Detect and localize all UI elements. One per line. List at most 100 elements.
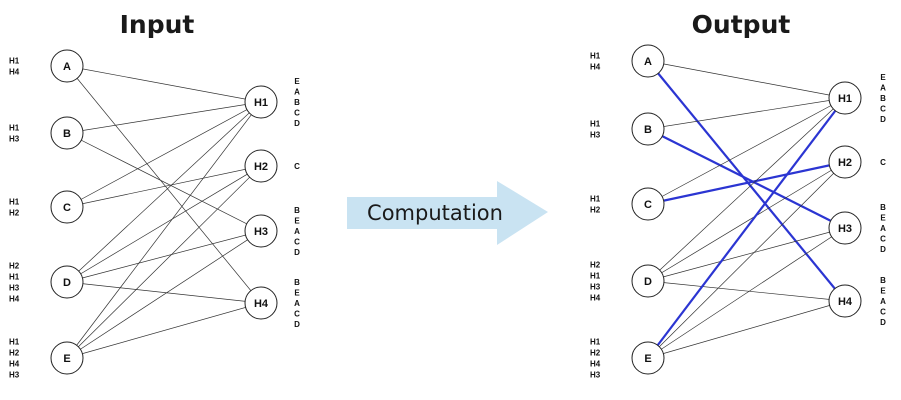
hospital-pref-item: B	[880, 94, 886, 103]
node-circle	[828, 211, 862, 245]
hospital-pref-item: D	[294, 248, 300, 257]
hospital-pref-item: A	[880, 297, 886, 306]
hospital-label: H1	[838, 93, 852, 105]
applicant-label: E	[63, 353, 70, 365]
applicant-pref-item: H1	[590, 52, 601, 61]
hospital-pref-item: E	[880, 73, 886, 82]
hospital-pref-item: C	[880, 235, 886, 244]
hospital-node-H2: H2	[828, 145, 862, 179]
hospital-pref-item: E	[294, 217, 300, 226]
applicant-pref-item: H2	[590, 349, 601, 358]
edge-E-H4	[66, 302, 262, 359]
applicant-label: D	[644, 276, 652, 288]
applicant-label: B	[644, 124, 652, 136]
applicant-pref-item: H3	[590, 371, 601, 380]
applicant-pref-item: H1	[590, 272, 601, 281]
hospital-label: H1	[254, 97, 268, 109]
edge-D-H3	[647, 227, 846, 282]
matched-edge-E-H1	[647, 97, 846, 359]
applicant-pref-item: H3	[590, 283, 601, 292]
applicant-pref-item: H4	[590, 360, 601, 369]
edge-D-H2	[647, 161, 846, 282]
node-circle	[50, 341, 84, 375]
applicant-pref-item: H4	[9, 360, 20, 369]
hospital-node-H3: H3	[828, 211, 862, 245]
node-circle	[828, 145, 862, 179]
hospital-label: H4	[254, 298, 269, 310]
applicant-node-C: C	[50, 190, 84, 224]
applicant-pref-item: H4	[9, 68, 20, 77]
hospital-pref-item: B	[294, 278, 300, 287]
applicant-pref-item: H1	[590, 120, 601, 129]
hospital-label: H4	[838, 296, 853, 308]
hospital-pref-item: C	[294, 109, 300, 118]
edge-D-H1	[66, 101, 262, 283]
applicant-node-C: C	[631, 187, 665, 221]
applicant-node-E: E	[631, 341, 665, 375]
hospital-pref-item: A	[880, 224, 886, 233]
node-circle	[828, 81, 862, 115]
hospital-pref-item: B	[880, 203, 886, 212]
hospital-pref-item: D	[294, 320, 300, 329]
applicant-node-D: D	[50, 265, 84, 299]
applicant-pref-item: H1	[9, 57, 20, 66]
hospital-pref-item: A	[294, 299, 300, 308]
applicant-node-B: B	[631, 112, 665, 146]
hospital-pref-item: B	[294, 98, 300, 107]
edge-E-H4	[647, 300, 846, 359]
applicant-pref-item: H3	[9, 284, 20, 293]
hospital-node-H3: H3	[244, 214, 278, 248]
hospital-pref-item: B	[294, 206, 300, 215]
applicant-pref-item: H4	[590, 63, 601, 72]
hospital-pref-item: E	[880, 287, 886, 296]
edge-D-H1	[647, 97, 846, 282]
hospital-pref-item: D	[880, 318, 886, 327]
input-edges	[66, 65, 262, 359]
edge-D-H4	[66, 281, 262, 304]
applicant-pref-item: H3	[590, 131, 601, 140]
hospital-node-H4: H4	[828, 284, 862, 318]
applicant-node-A: A	[50, 49, 84, 83]
hospital-node-H1: H1	[244, 85, 278, 119]
matched-edge-B-H3	[647, 128, 846, 229]
edge-D-H2	[66, 165, 262, 283]
applicant-pref-item: H2	[9, 209, 20, 218]
applicant-label: C	[644, 199, 652, 211]
applicant-pref-item: H1	[590, 338, 601, 347]
applicant-pref-item: H1	[9, 273, 20, 282]
applicant-node-A: A	[631, 44, 665, 78]
hospital-pref-item: A	[294, 227, 300, 236]
node-circle	[50, 265, 84, 299]
computation-label: Computation	[367, 201, 503, 225]
node-circle	[244, 286, 278, 320]
applicant-pref-item: H1	[9, 124, 20, 133]
output-edges	[647, 60, 846, 359]
node-circle	[631, 44, 665, 78]
node-circle	[50, 190, 84, 224]
hospital-pref-item: C	[294, 310, 300, 319]
applicant-pref-item: H2	[9, 349, 20, 358]
hospital-label: H3	[254, 226, 268, 238]
applicant-pref-item: H3	[9, 135, 20, 144]
output-title: Output	[692, 10, 791, 39]
hospital-node-H2: H2	[244, 149, 278, 183]
applicant-pref-item: H1	[9, 338, 20, 347]
input-title: Input	[120, 10, 195, 39]
applicant-label: B	[63, 128, 71, 140]
hospital-pref-item: D	[880, 115, 886, 124]
edge-A-H1	[647, 60, 846, 99]
hospital-pref-item: C	[294, 238, 300, 247]
applicant-label: C	[63, 202, 71, 214]
hospital-pref-item: C	[880, 308, 886, 317]
applicant-label: D	[63, 277, 71, 289]
node-circle	[828, 284, 862, 318]
applicant-label: E	[644, 353, 651, 365]
hospital-pref-item: C	[880, 105, 886, 114]
edge-C-H1	[647, 97, 846, 205]
hospital-node-H1: H1	[828, 81, 862, 115]
node-circle	[244, 85, 278, 119]
node-circle	[244, 214, 278, 248]
